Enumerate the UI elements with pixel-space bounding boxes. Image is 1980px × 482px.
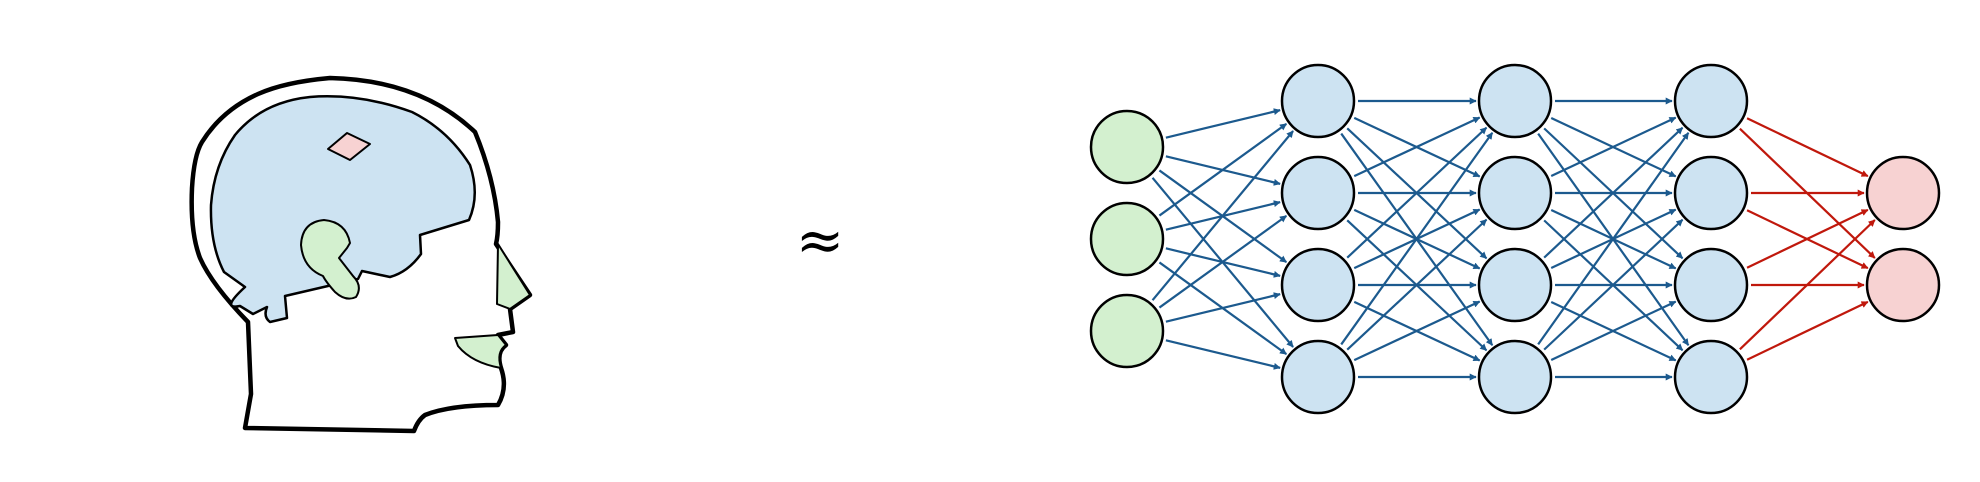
edge-l0-n1-to-l1-n0 bbox=[1158, 122, 1288, 217]
edge-l1-n1-to-l2-n0 bbox=[1353, 116, 1481, 178]
edge-l1-n3-to-l2-n1 bbox=[1346, 218, 1488, 351]
brain-spot bbox=[327, 132, 371, 161]
edge-l0-n2-to-l1-n2 bbox=[1165, 292, 1281, 323]
output-node-l4-1 bbox=[1865, 247, 1941, 323]
edge-l2-n1-to-l3-n0 bbox=[1550, 116, 1677, 177]
output-node-l4-0 bbox=[1865, 155, 1941, 231]
hidden-node-l2-1 bbox=[1477, 155, 1553, 231]
hidden-node-l2-2 bbox=[1477, 247, 1553, 323]
hidden-edges bbox=[1151, 97, 1690, 381]
edge-l0-n2-to-l1-n0 bbox=[1151, 130, 1294, 301]
edge-l3-n0-to-l4-n0 bbox=[1746, 117, 1869, 178]
edge-l0-n2-to-l1-n3 bbox=[1165, 339, 1281, 370]
edge-l1-n3-to-l2-n0 bbox=[1340, 132, 1494, 346]
input-node-l0-2 bbox=[1089, 293, 1165, 369]
edge-l2-n3-to-l3-n0 bbox=[1537, 132, 1690, 346]
hidden-node-l1-2 bbox=[1280, 247, 1356, 323]
edge-l0-n0-to-l1-n0 bbox=[1165, 108, 1281, 139]
edge-l2-n3-to-l3-n2 bbox=[1550, 300, 1677, 361]
hidden-node-l1-0 bbox=[1280, 63, 1356, 139]
hidden-node-l2-0 bbox=[1477, 63, 1553, 139]
network-nodes bbox=[1089, 63, 1941, 415]
edge-l1-n2-to-l2-n0 bbox=[1346, 126, 1488, 259]
eye-region bbox=[496, 243, 531, 310]
hidden-node-l1-3 bbox=[1280, 339, 1356, 415]
hidden-node-l2-3 bbox=[1477, 339, 1553, 415]
approximately-symbol: ≈ bbox=[795, 206, 845, 274]
edge-l0-n2-to-l1-n1 bbox=[1158, 214, 1288, 309]
hidden-node-l1-1 bbox=[1280, 155, 1356, 231]
edge-l2-n2-to-l3-n0 bbox=[1543, 126, 1684, 259]
hidden-node-l3-1 bbox=[1673, 155, 1749, 231]
hidden-node-l3-0 bbox=[1673, 63, 1749, 139]
hidden-node-l3-2 bbox=[1673, 247, 1749, 323]
edge-l1-n3-to-l2-n2 bbox=[1353, 300, 1481, 362]
head-illustration bbox=[189, 75, 533, 434]
edge-l3-n3-to-l4-n1 bbox=[1746, 300, 1869, 361]
edge-l2-n3-to-l3-n1 bbox=[1543, 218, 1684, 351]
brain-lobe bbox=[300, 219, 360, 300]
brain-region bbox=[209, 95, 476, 324]
edge-l3-n3-to-l4-n0 bbox=[1739, 219, 1876, 351]
mouth-region bbox=[454, 334, 507, 369]
edge-l3-n2-to-l4-n0 bbox=[1746, 208, 1869, 269]
input-node-l0-0 bbox=[1089, 109, 1165, 185]
input-node-l0-1 bbox=[1089, 201, 1165, 277]
output-edges bbox=[1739, 117, 1876, 361]
hidden-node-l3-3 bbox=[1673, 339, 1749, 415]
